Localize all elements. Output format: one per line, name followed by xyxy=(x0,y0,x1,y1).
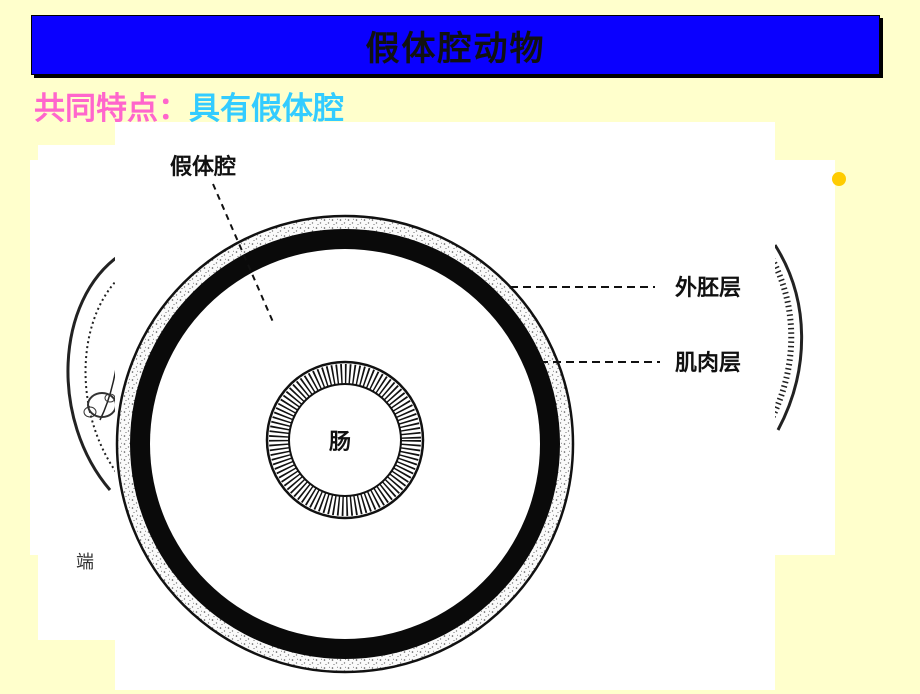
subtitle: 共同特点：具有假体腔 xyxy=(34,83,344,128)
ectoderm-label: 外胚层 xyxy=(675,275,741,301)
subtitle-label: 共同特点： xyxy=(34,91,189,127)
gut-lumen xyxy=(288,383,402,497)
cross-section-figure: 肠 假体腔 外胚层 肌肉层 xyxy=(115,122,775,690)
gut-label: 肠 xyxy=(329,430,351,455)
background-worm-sketch xyxy=(66,244,804,491)
pseudocoel-leader xyxy=(212,183,274,323)
subtitle-value: 具有假体腔 xyxy=(189,91,344,127)
muscle-label: 肌肉层 xyxy=(675,351,741,376)
cross-section-diagram: 肠 假体腔 外胚层 肌肉层 xyxy=(115,154,741,674)
partial-label: 端 xyxy=(76,552,94,573)
slide-title: 假体腔动物 xyxy=(365,28,546,69)
gut-wall xyxy=(269,364,421,516)
pseudocoel-label: 假体腔 xyxy=(170,154,236,180)
bullet-icon xyxy=(832,172,846,186)
partial-text-layer: 端 xyxy=(76,552,94,573)
title-bar: 假体腔动物 xyxy=(31,15,880,75)
